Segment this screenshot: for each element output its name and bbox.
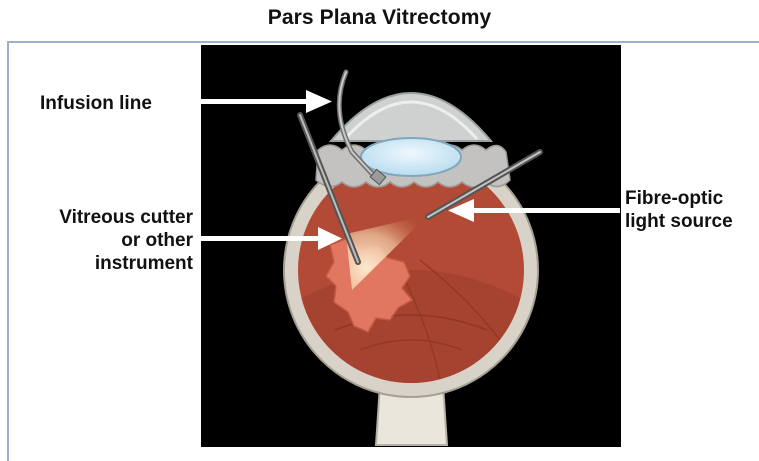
label-fibre-optic: Fibre-optic light source xyxy=(625,187,733,233)
label-cutter-line-2: or other xyxy=(59,229,193,252)
label-infusion-line: Infusion line xyxy=(40,92,152,115)
label-infusion-text: Infusion line xyxy=(40,92,152,115)
label-fibre-line-1: Fibre-optic xyxy=(625,187,733,210)
label-vitreous-cutter: Vitreous cutter or other instrument xyxy=(59,206,193,275)
label-fibre-line-2: light source xyxy=(625,210,733,233)
label-cutter-line-3: instrument xyxy=(59,252,193,275)
label-cutter-line-1: Vitreous cutter xyxy=(59,206,193,229)
